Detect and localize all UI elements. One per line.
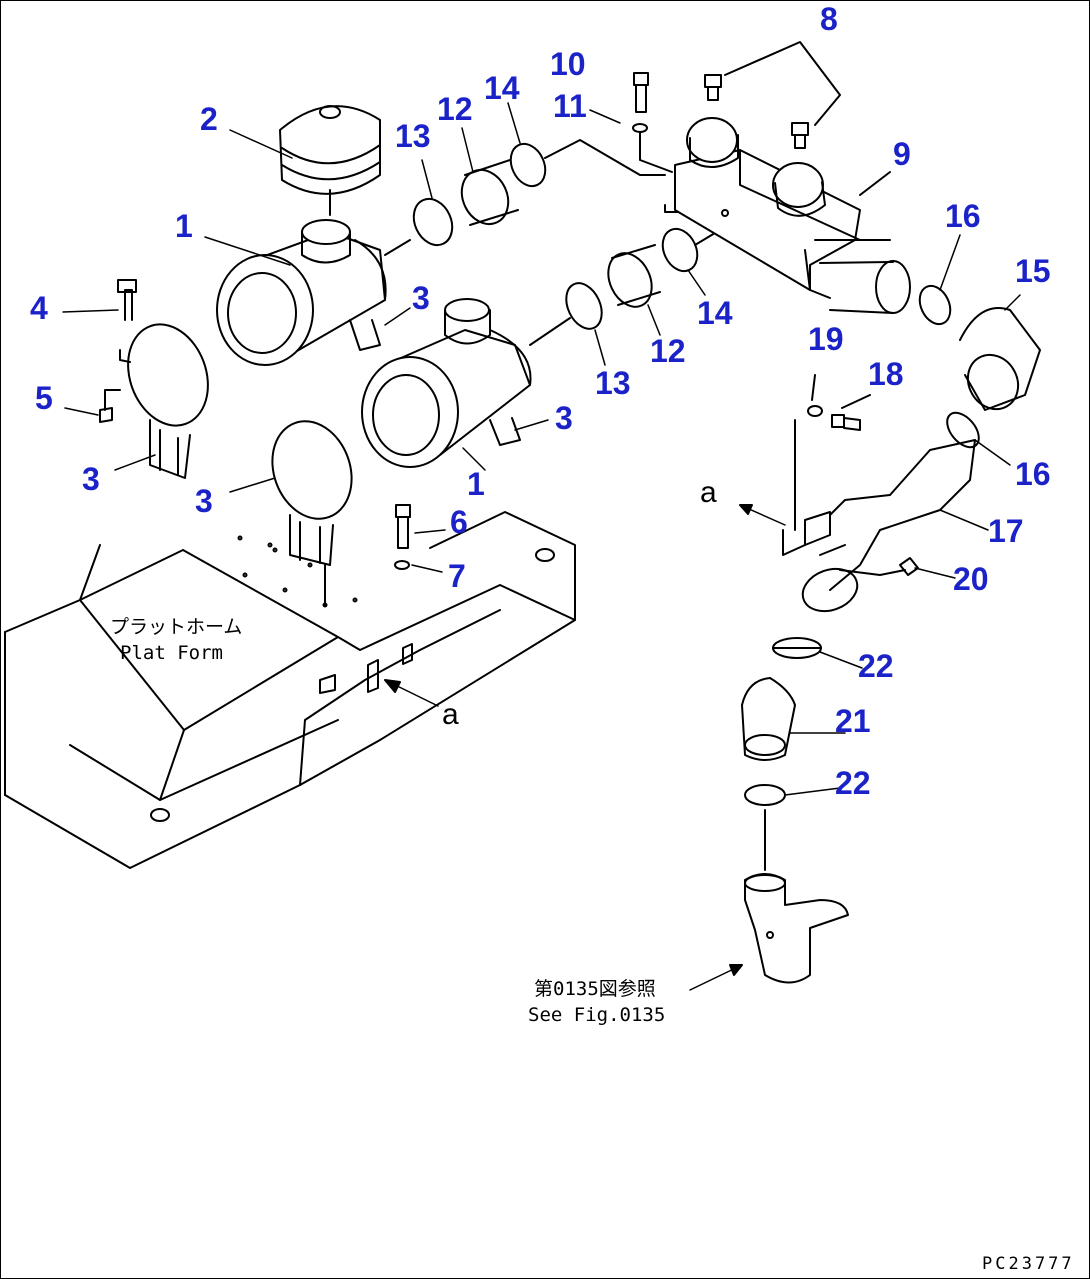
callout-16-upper: 16 — [945, 198, 981, 234]
callout-13-upper: 13 — [395, 118, 431, 154]
lower-hose-assembly — [690, 638, 848, 990]
see-fig-label-jp: 第0135図参照 — [534, 978, 656, 1000]
platform-label-en: Plat Form — [120, 642, 223, 664]
callout-18: 18 — [868, 356, 904, 392]
hose-set-upper — [385, 138, 665, 255]
callout-6: 6 — [450, 504, 468, 540]
callout-12-upper: 12 — [437, 91, 473, 127]
callout-12-lower: 12 — [650, 333, 686, 369]
callout-2: 2 — [200, 101, 218, 137]
callout-7: 7 — [448, 558, 466, 594]
callout-15: 15 — [1015, 253, 1051, 289]
callout-10: 10 — [550, 46, 586, 82]
precleaner-cap — [280, 106, 380, 215]
air-cleaner-right — [362, 299, 531, 467]
callout-8: 8 — [820, 1, 838, 37]
callout-3-left: 3 — [82, 461, 100, 497]
callout-22-lower: 22 — [835, 765, 871, 801]
band-clamp-left — [100, 280, 221, 478]
intake-manifold — [633, 42, 910, 313]
callout-21: 21 — [835, 703, 871, 739]
callout-1-right: 1 — [467, 466, 485, 502]
leader-lines — [63, 103, 1020, 795]
callout-13-lower: 13 — [595, 365, 631, 401]
platform-drawing — [5, 512, 575, 868]
callout-20: 20 — [953, 561, 989, 597]
see-fig-label-en: See Fig.0135 — [528, 1004, 666, 1026]
callout-9: 9 — [893, 136, 911, 172]
view-marker-a-left: a — [442, 698, 459, 731]
band-clamp-lower — [259, 410, 365, 605]
view-marker-a-right: a — [700, 476, 717, 509]
callout-5: 5 — [35, 380, 53, 416]
hose-set-lower — [530, 200, 770, 345]
elbow-and-clamps — [914, 281, 1040, 453]
intake-pipe-17 — [740, 375, 975, 618]
bolt-washer-6-7 — [395, 505, 410, 569]
callout-3-upper: 3 — [412, 280, 430, 316]
callout-3-lower: 3 — [195, 483, 213, 519]
callout-11: 11 — [553, 88, 587, 124]
callout-16-lower: 16 — [1015, 456, 1051, 492]
callout-14-lower: 14 — [697, 295, 733, 331]
callout-1-left: 1 — [175, 208, 193, 244]
callout-4: 4 — [30, 290, 48, 326]
callout-22-upper: 22 — [858, 648, 894, 684]
callout-19: 19 — [808, 321, 844, 357]
platform-label-jp: プラットホーム — [110, 616, 243, 638]
drawing-number: PC23777 — [982, 1254, 1075, 1274]
callout-14-upper: 14 — [484, 70, 520, 106]
air-cleaner-left — [217, 220, 386, 365]
callout-17: 17 — [988, 513, 1024, 549]
callout-3-right: 3 — [555, 400, 573, 436]
